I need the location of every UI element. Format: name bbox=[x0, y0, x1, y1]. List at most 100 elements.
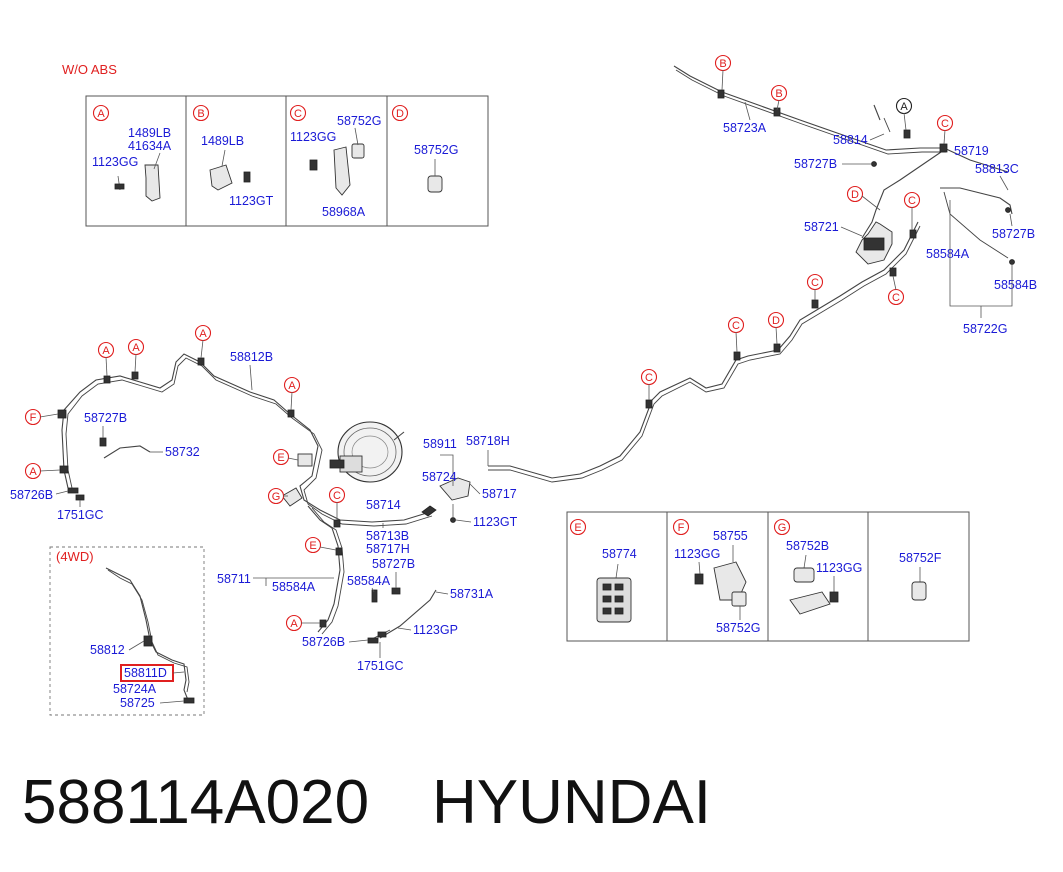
clip-icon bbox=[717, 89, 725, 99]
panel-cell-b: B 1489LB 1123GT bbox=[192, 104, 274, 208]
callout-f-label: F bbox=[30, 412, 37, 424]
highlighted-part-label[interactable]: 58811D bbox=[124, 666, 167, 680]
callout-d-label: D bbox=[851, 189, 859, 201]
part-label[interactable]: 58719 bbox=[954, 144, 989, 158]
bolt-icon bbox=[450, 517, 456, 523]
part-label[interactable]: 58727B bbox=[84, 411, 127, 425]
part-label[interactable]: 41634A bbox=[128, 139, 172, 153]
clip-icon bbox=[731, 591, 747, 607]
callout-c-label: C bbox=[908, 195, 916, 207]
clip-icon bbox=[351, 143, 365, 159]
bracket-icon bbox=[713, 561, 747, 601]
part-label[interactable]: 1123GG bbox=[290, 130, 336, 144]
clip-icon bbox=[57, 409, 67, 419]
part-label[interactable]: 58584B bbox=[994, 278, 1037, 292]
part-label[interactable]: 58726B bbox=[302, 635, 345, 649]
callout-c-label: C bbox=[333, 490, 341, 502]
clip-icon bbox=[209, 164, 233, 191]
callout-a-label: A bbox=[97, 108, 105, 120]
part-label[interactable]: 58752G bbox=[337, 114, 381, 128]
fitting-icon bbox=[367, 637, 379, 644]
part-label[interactable]: 58968A bbox=[322, 205, 366, 219]
part-label[interactable]: 58717H bbox=[366, 542, 410, 556]
bolt-icon bbox=[694, 573, 704, 585]
part-label[interactable]: 58752G bbox=[716, 621, 760, 635]
part-label[interactable]: 1123GT bbox=[473, 515, 518, 529]
fourwd-inset: (4WD) 58812 58811D 58724A 58725 bbox=[49, 546, 205, 716]
part-label[interactable]: 58718H bbox=[466, 434, 510, 448]
clip-icon bbox=[297, 453, 313, 467]
clip-icon bbox=[733, 351, 741, 361]
part-label[interactable]: 58714 bbox=[366, 498, 401, 512]
part-label[interactable]: 58711 bbox=[217, 572, 251, 586]
part-label[interactable]: 58731A bbox=[450, 587, 494, 601]
part-label[interactable]: 58722G bbox=[963, 322, 1007, 336]
panel-cell-c: C 58752G 1123GG 58968A bbox=[289, 104, 381, 219]
part-label[interactable]: 1751GC bbox=[57, 508, 104, 522]
part-label[interactable]: 58725 bbox=[120, 696, 155, 710]
callout-f-label: F bbox=[678, 522, 685, 534]
part-label[interactable]: 58752B bbox=[786, 539, 829, 553]
part-label[interactable]: 58911 bbox=[423, 437, 457, 451]
part-label[interactable]: 58727B bbox=[992, 227, 1035, 241]
callout-e-label: E bbox=[309, 540, 316, 552]
wo-abs-header: W/O ABS bbox=[62, 62, 117, 77]
callout-g-label: G bbox=[272, 491, 281, 503]
bracket-icon bbox=[144, 164, 161, 202]
bracket-icon bbox=[333, 146, 351, 196]
clip-icon bbox=[427, 175, 443, 193]
part-label[interactable]: 58713B bbox=[366, 529, 409, 543]
part-label[interactable]: 1489LB bbox=[201, 134, 244, 148]
clip-icon bbox=[903, 129, 911, 139]
callout-c-label: C bbox=[892, 292, 900, 304]
clip-icon bbox=[333, 519, 341, 528]
callout-b-label: B bbox=[719, 58, 726, 70]
part-label[interactable]: 58755 bbox=[713, 529, 748, 543]
panel-cell-d: D 58752G bbox=[391, 104, 458, 193]
part-label[interactable]: 1123GG bbox=[816, 561, 862, 575]
part-label[interactable]: 58752F bbox=[899, 551, 942, 565]
part-label[interactable]: 58584A bbox=[347, 574, 391, 588]
part-label[interactable]: 58813C bbox=[975, 162, 1019, 176]
part-label[interactable]: 58732 bbox=[165, 445, 200, 459]
callout-c-label: C bbox=[811, 277, 819, 289]
brake-booster-icon bbox=[329, 421, 405, 483]
part-label[interactable]: 58724A bbox=[113, 682, 157, 696]
part-label[interactable]: 58727B bbox=[794, 157, 837, 171]
multi-line-clip-icon bbox=[596, 577, 632, 623]
part-label[interactable]: 58812 bbox=[90, 643, 125, 657]
clip-icon bbox=[889, 267, 897, 277]
fitting-icon bbox=[377, 631, 387, 638]
fitting-icon bbox=[183, 697, 195, 704]
panel-cell-e: E 58774 bbox=[569, 518, 637, 623]
callout-e-label: E bbox=[277, 452, 284, 464]
part-label[interactable]: 58726B bbox=[10, 488, 53, 502]
part-label[interactable]: 58723A bbox=[723, 121, 767, 135]
callout-c-label: C bbox=[732, 320, 740, 332]
part-label[interactable]: 1123GT bbox=[229, 194, 274, 208]
part-label[interactable]: 1123GG bbox=[674, 547, 720, 561]
fitting-icon bbox=[1009, 259, 1015, 265]
part-label[interactable]: 58814 bbox=[833, 133, 868, 147]
callout-a-label: A bbox=[132, 342, 140, 354]
part-label[interactable]: 58812B bbox=[230, 350, 273, 364]
clip-icon bbox=[773, 343, 781, 353]
fitting-icon bbox=[67, 487, 79, 494]
part-label[interactable]: 1123GP bbox=[413, 623, 458, 637]
part-label[interactable]: 58584A bbox=[926, 247, 970, 261]
clip-icon bbox=[793, 567, 815, 583]
part-label[interactable]: 58727B bbox=[372, 557, 415, 571]
part-label[interactable]: 58721 bbox=[804, 220, 839, 234]
part-label[interactable]: 58584A bbox=[272, 580, 316, 594]
clip-icon bbox=[99, 437, 107, 447]
part-label[interactable]: 58752G bbox=[414, 143, 458, 157]
panel-cell-g: G 58752B 1123GG bbox=[773, 518, 862, 615]
part-label[interactable]: 58724 bbox=[422, 470, 457, 484]
part-label[interactable]: 1489LB bbox=[128, 126, 171, 140]
panel-cell-h: 58752F bbox=[899, 551, 942, 601]
part-label[interactable]: 58717 bbox=[482, 487, 517, 501]
part-label[interactable]: 58774 bbox=[602, 547, 637, 561]
part-label[interactable]: 1751GC bbox=[357, 659, 404, 673]
part-label[interactable]: 1123GG bbox=[92, 155, 138, 169]
